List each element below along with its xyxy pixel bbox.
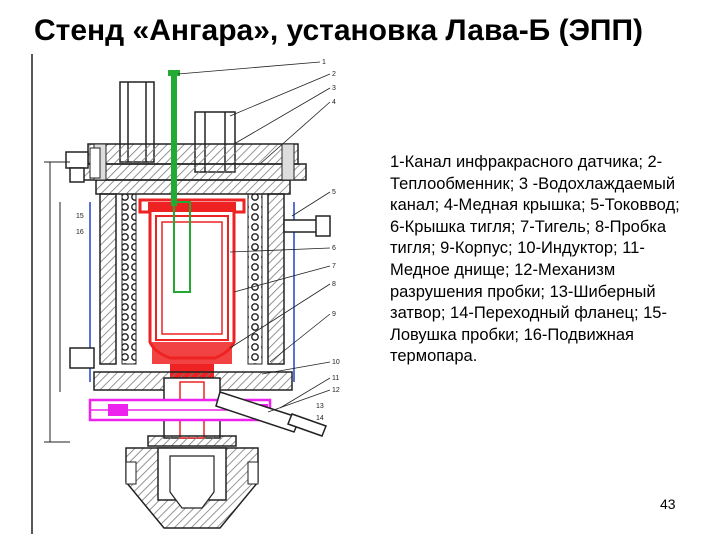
page-number: 43 [660, 496, 676, 512]
upper-flange [81, 143, 307, 195]
callout-1: 1 [322, 59, 326, 66]
slide-title: Стенд «Ангара», установка Лава-Б (ЭПП) [34, 14, 644, 47]
callout-3: 3 [332, 85, 336, 92]
parts-legend: 1-Канал инфракрасного датчика; 2-Теплооб… [390, 153, 680, 366]
callout-9: 9 [332, 311, 336, 318]
callout-13: 13 [316, 403, 324, 410]
callout-4: 4 [332, 99, 336, 106]
vessel-body [89, 193, 295, 382]
installation-drawing: 1 2 3 4 5 6 7 8 9 10 11 12 13 14 15 16 [31, 54, 340, 534]
callout-8: 8 [332, 281, 336, 288]
callout-14: 14 [316, 415, 324, 422]
callout-10: 10 [332, 359, 340, 366]
callout-7: 7 [332, 263, 336, 270]
leader-lines [177, 61, 331, 413]
plug-trap [125, 435, 259, 529]
callout-12: 12 [332, 387, 340, 394]
callout-15: 15 [76, 213, 84, 220]
callout-5: 5 [332, 189, 336, 196]
callout-16: 16 [76, 229, 84, 236]
dimension-lines [44, 161, 70, 443]
side-ports [65, 151, 331, 369]
callout-2: 2 [332, 71, 336, 78]
callout-11: 11 [332, 375, 339, 382]
ir-channel [168, 70, 191, 293]
slide-gate-arm [215, 391, 327, 437]
callout-6: 6 [332, 245, 336, 252]
crucible-assembly [138, 198, 246, 378]
